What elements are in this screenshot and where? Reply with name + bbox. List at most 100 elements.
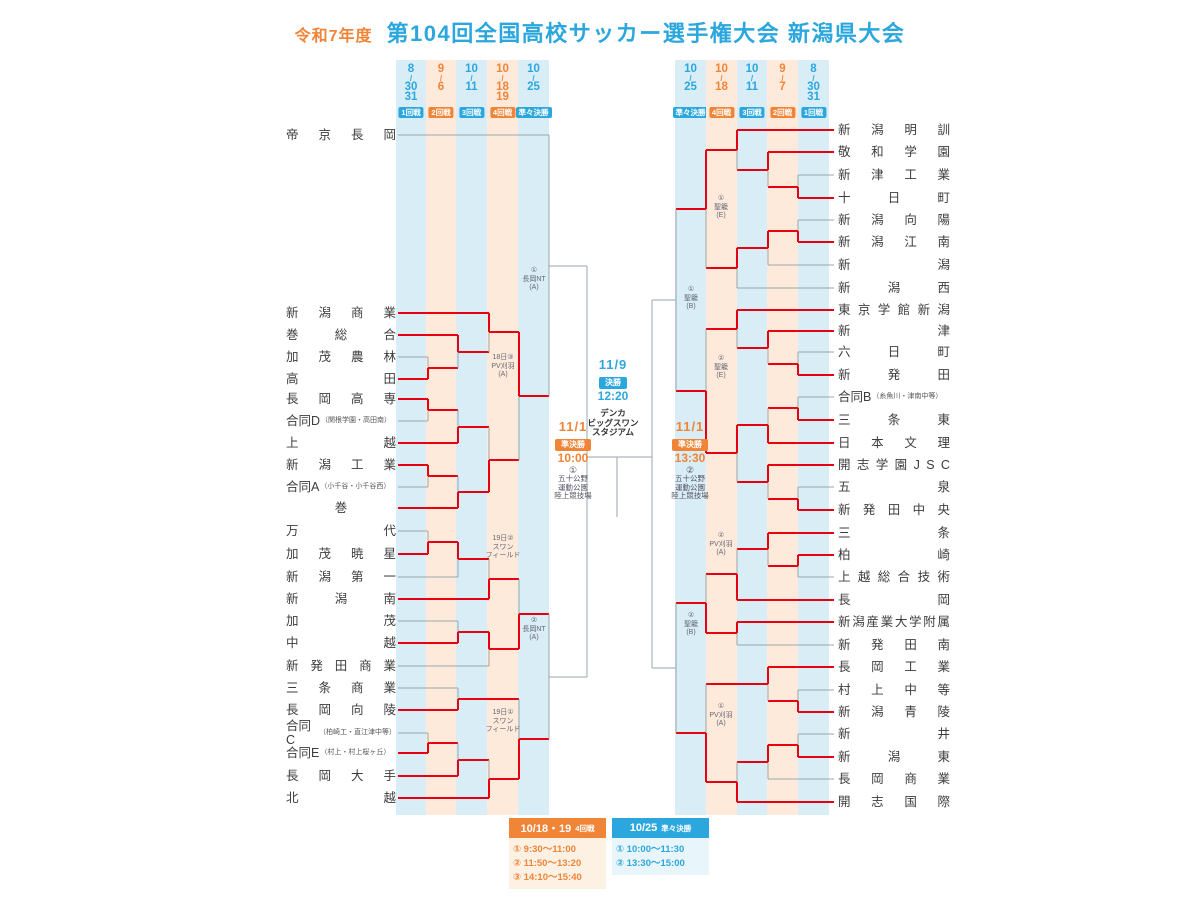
round-badge-right-準々決勝: 準々決勝 — [672, 107, 709, 118]
semifinal-right-round-badge: 準決勝 — [672, 438, 708, 451]
joint-team-members: （糸魚川・津南中等） — [872, 393, 943, 400]
round-badge-left-3回戦: 3回戦 — [458, 107, 485, 118]
team-name: 開志国際 — [838, 795, 950, 809]
team-name: 十日町 — [838, 191, 950, 205]
round-column-right-4回戦 — [706, 60, 737, 815]
team-name: 加茂農林 — [286, 350, 396, 364]
team-name: 長岡向陵 — [286, 703, 396, 717]
round-badge-left-2回戦: 2回戦 — [428, 107, 454, 118]
team-name: 巻 — [334, 501, 348, 515]
semifinal-left-info: 11/1 準決勝 10:00 ① 五十公野 運動公園 陸上競技場 — [533, 420, 613, 501]
legend-quarterfinal-label: 準々決勝 — [661, 823, 692, 833]
round-column-left-2回戦 — [426, 60, 456, 815]
semifinal-left-venue-line3: 陸上競技場 — [554, 491, 592, 500]
legend-round4-header: 10/18・19 4回戦 — [509, 818, 606, 838]
team-name: 新潟青陵 — [838, 705, 950, 719]
legend-quarterfinal-date: 10/25 — [629, 822, 658, 834]
legend-time-slot: ② 13:30～15:00 — [616, 858, 685, 869]
team-name: 新井 — [838, 727, 950, 741]
final-date: 11/9 — [598, 357, 628, 372]
semifinal-right-venue-line2: 運動公園 — [675, 482, 705, 492]
round-badge-left-4回戦: 4回戦 — [489, 107, 516, 118]
round-column-left-4回戦 — [487, 60, 518, 815]
team-name: 新潟南 — [286, 592, 396, 606]
round-badge-right-1回戦: 1回戦 — [800, 107, 827, 118]
final-venue-line3: スタジアム — [592, 427, 634, 437]
team-name: 巻総合 — [286, 328, 396, 342]
round-column-left-3回戦 — [456, 60, 487, 815]
final-venue-line1: デンカ — [600, 408, 626, 418]
team-name: 東京学館新潟 — [838, 303, 950, 317]
round-date-right-3: 9/7 — [779, 63, 786, 93]
team-name: 新潟向陽 — [838, 213, 950, 227]
team-name: 日本文理 — [838, 436, 950, 450]
page-title: 令和7年度 第104回全国高校サッカー選手権大会 新潟県大会 — [0, 16, 1200, 48]
joint-team-members: （村上・村上桜ヶ丘） — [320, 749, 391, 756]
team-name: 新発田 — [838, 368, 950, 382]
semifinal-right-info: 11/1 準決勝 13:30 ② 五十公野 運動公園 陸上競技場 — [650, 420, 730, 501]
semifinal-left-round-badge: 準決勝 — [555, 438, 591, 451]
team-name: 万代 — [286, 524, 396, 538]
team-name: 長岡大手 — [286, 769, 396, 783]
round-date-right-1: 10/18 — [715, 63, 728, 93]
legend-time-slot: ① 9:30～11:00 — [513, 844, 576, 855]
round-badge-right-2回戦: 2回戦 — [769, 107, 796, 118]
semifinal-right-venue-line1: 五十公野 — [675, 474, 705, 483]
semifinal-right-venue-line3: 陸上競技場 — [671, 491, 709, 500]
team-name: 帝京長岡 — [286, 128, 396, 142]
team-name: 上越 — [286, 436, 396, 450]
team-name: 三条 — [838, 526, 950, 540]
team-name: 敬和学園 — [838, 145, 950, 159]
final-info: 11/9 決勝 12:20 デンカ ビッグスワン スタジアム — [563, 358, 663, 438]
team-name: 三条東 — [838, 413, 950, 427]
final-time: 12:20 — [597, 389, 629, 403]
semifinal-left-match-number: ① — [568, 465, 578, 475]
round-date-right-2: 10/11 — [745, 63, 759, 93]
team-name: 三条商業 — [286, 681, 396, 695]
team-name: 新潟東 — [838, 750, 950, 764]
joint-team-members: （関根学園・高田南） — [321, 417, 392, 424]
joint-team-members: （小千谷・小千谷西） — [320, 483, 391, 490]
team-name: 新潟産業大学附属 — [838, 615, 950, 629]
team-name: 新発田商業 — [286, 659, 396, 673]
joint-team-members: （柏崎工・直江津中等） — [319, 729, 396, 736]
final-venue-line2: ビッグスワン — [587, 417, 639, 428]
team-name: 長岡商業 — [838, 772, 950, 786]
legend-time-slot: ② 11:50～13:20 — [513, 858, 582, 869]
team-name: 長岡高専 — [286, 392, 396, 406]
team-name: 長岡 — [838, 593, 950, 607]
title-main: 第104回全国高校サッカー選手権大会 新潟県大会 — [386, 21, 906, 46]
semifinal-right-match-number: ② — [685, 465, 695, 475]
round-badge-left-1回戦: 1回戦 — [398, 107, 424, 118]
round-badge-left-準々決勝: 準々決勝 — [515, 107, 552, 118]
team-name: 高田 — [286, 372, 396, 386]
legend-round4-label: 4回戦 — [575, 823, 595, 833]
team-name: 長岡工業 — [838, 660, 950, 674]
team-name: 上越総合技術 — [838, 570, 950, 584]
semifinal-left-venue-line2: 運動公園 — [558, 482, 588, 492]
semifinal-right-date: 11/1 — [675, 419, 705, 434]
round-date-left-1: 9/6 — [437, 63, 445, 93]
team-name: 加茂暁星 — [286, 547, 396, 561]
round-column-right-3回戦 — [737, 60, 767, 815]
team-name: 新発田中央 — [838, 503, 950, 517]
team-name: 合同A（小千谷・小千谷西） — [286, 480, 391, 494]
team-name: 合同E（村上・村上桜ヶ丘） — [286, 746, 391, 760]
team-name: 村上中等 — [838, 683, 950, 697]
round-badge-right-4回戦: 4回戦 — [708, 107, 735, 118]
final-round-badge: 決勝 — [599, 376, 627, 389]
